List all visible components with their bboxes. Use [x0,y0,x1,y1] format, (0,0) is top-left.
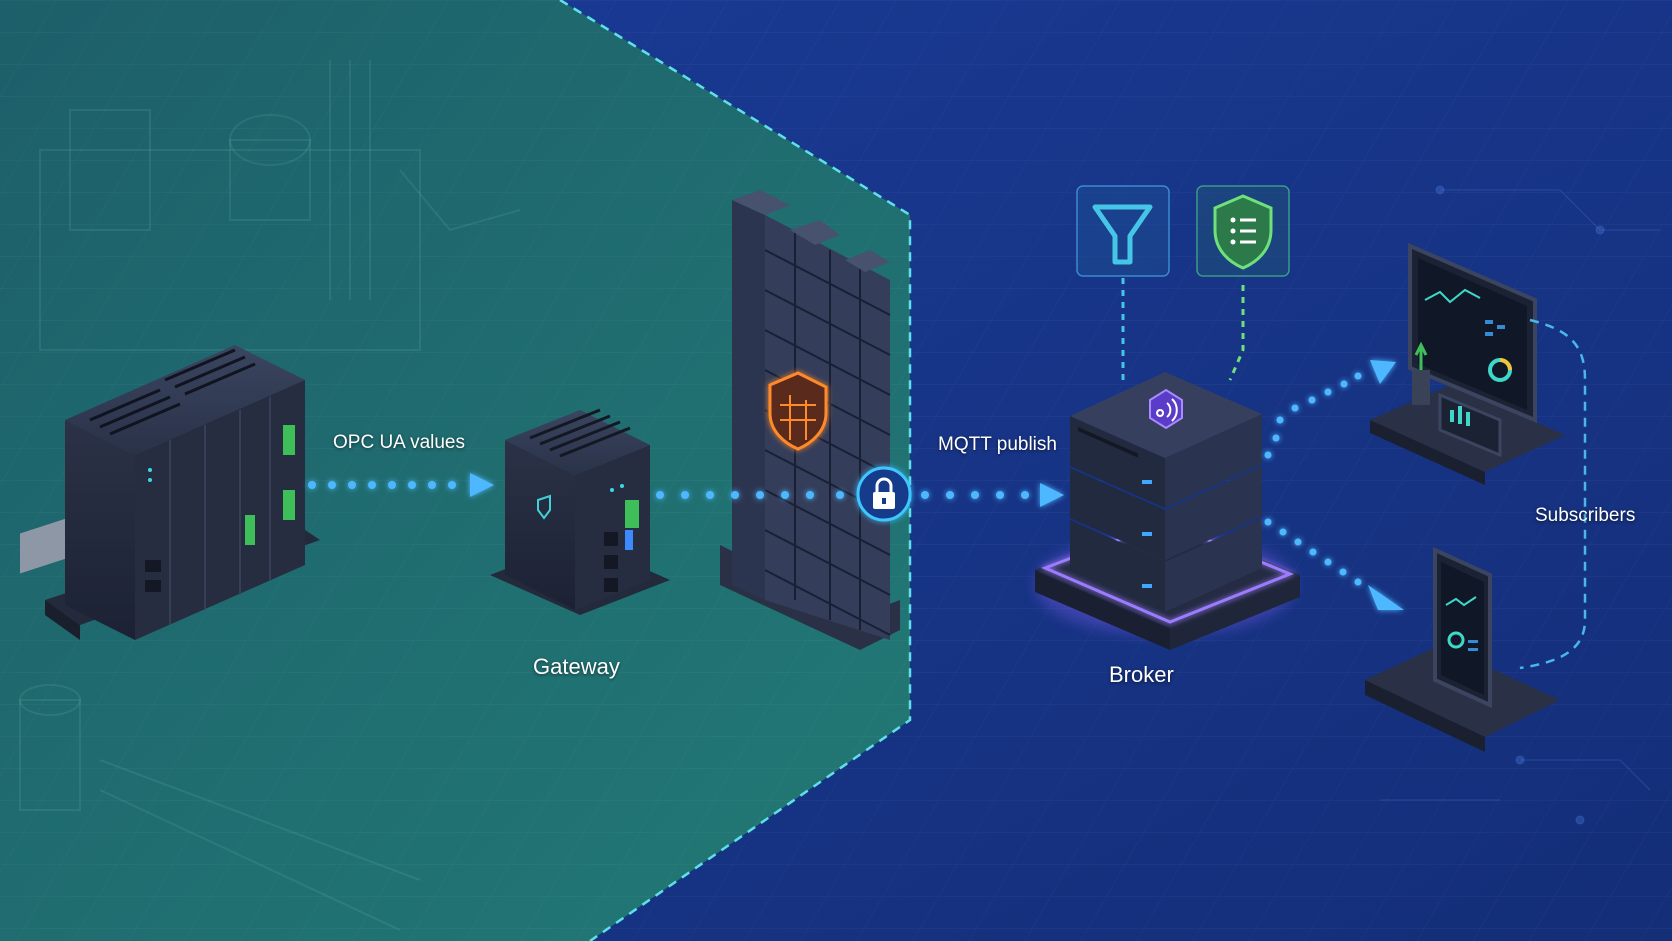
flow-plc-to-gateway [308,473,494,497]
edge-gateway-icon [490,408,670,615]
gateway-label: Gateway [533,654,620,679]
subscribers-bracket [1519,318,1587,670]
opc-ua-label: OPC UA values [333,432,465,453]
shield-list-icon [1196,185,1290,381]
monitor-dashboard-icon [1370,242,1565,485]
mqtt-publish-label: MQTT publish [938,434,1057,455]
subscribers-label: Subscribers [1535,505,1636,526]
brick-firewall-icon [720,190,900,650]
padlock-icon [856,466,912,522]
broker-label: Broker [1109,662,1174,687]
flow-broker-to-mobile [1264,518,1404,610]
smartphone-icon [1365,546,1560,752]
server-stack-icon [1035,372,1300,650]
plc-rack-icon [20,345,320,640]
flow-broker-to-dashboard [1264,360,1396,459]
funnel-icon [1076,185,1170,380]
flow-gateway-to-broker [656,483,1064,507]
circuit-decoration [1380,185,1660,825]
zone-boundary [559,0,912,941]
factory-backdrop [19,60,521,931]
